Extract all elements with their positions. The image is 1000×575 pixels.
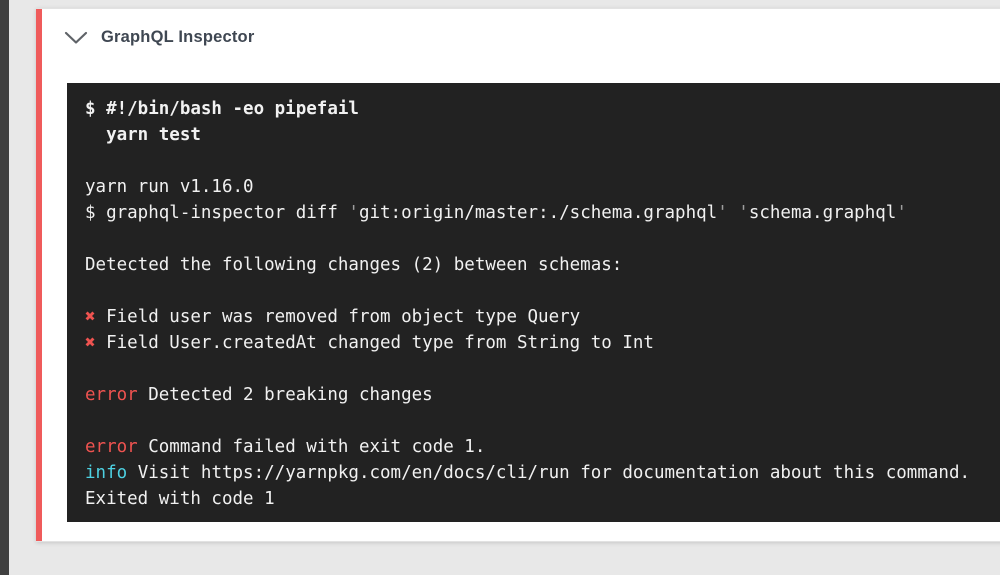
terminal-line: ✖ Field User.createdAt changed type from… <box>85 330 1000 356</box>
chevron-down-icon[interactable] <box>64 31 88 45</box>
terminal-text-segment: schema.graphql <box>748 203 897 223</box>
terminal-text-segment: ' <box>717 203 728 223</box>
terminal-line <box>85 278 1000 304</box>
terminal-text-segment: error <box>85 437 138 457</box>
card-header: GraphQL Inspector <box>64 28 254 47</box>
terminal-text-segment: ' <box>738 203 749 223</box>
terminal-text-segment: ' <box>896 203 907 223</box>
left-edge-strip <box>0 0 9 575</box>
terminal-line: info Visit https://yarnpkg.com/en/docs/c… <box>85 460 1000 486</box>
terminal-line: Detected the following changes (2) betwe… <box>85 252 1000 278</box>
terminal-line: error Detected 2 breaking changes <box>85 382 1000 408</box>
terminal-line: yarn test <box>85 122 1000 148</box>
terminal-text-segment: git:origin/master:./schema.graphql <box>358 203 718 223</box>
job-step-card: GraphQL Inspector $ #!/bin/bash -eo pipe… <box>36 8 1000 542</box>
terminal-text-segment: Detected the following changes (2) betwe… <box>85 255 623 275</box>
terminal-text-segment: Detected 2 breaking changes <box>137 385 433 405</box>
terminal-line <box>85 226 1000 252</box>
terminal-text-segment: $ graphql-inspector diff <box>85 203 349 223</box>
terminal-text-segment: ✖ <box>85 307 96 327</box>
terminal-line: Exited with code 1 <box>85 486 1000 512</box>
terminal-text-segment: info <box>85 463 128 483</box>
terminal-text-segment: Exited with code 1 <box>85 489 275 509</box>
terminal-line: error Command failed with exit code 1. <box>85 434 1000 460</box>
terminal-text-segment: $ #!/bin/bash -eo pipefail <box>85 99 359 119</box>
terminal-line: $ graphql-inspector diff 'git:origin/mas… <box>85 200 1000 226</box>
terminal-text-segment: ✖ <box>85 333 96 353</box>
terminal-text-segment: Visit https://yarnpkg.com/en/docs/cli/ru… <box>127 463 971 483</box>
terminal-line: ✖ Field user was removed from object typ… <box>85 304 1000 330</box>
terminal-text-segment: Field User.createdAt changed type from S… <box>95 333 654 353</box>
terminal-line: yarn run v1.16.0 <box>85 174 1000 200</box>
terminal-text-segment: error <box>85 385 138 405</box>
card-accent-bar <box>36 9 42 541</box>
terminal-text-segment: Field user was removed from object type … <box>95 307 581 327</box>
terminal-line <box>85 356 1000 382</box>
terminal-text-segment: yarn test <box>85 125 201 145</box>
card-title: GraphQL Inspector <box>101 28 255 46</box>
terminal-output: $ #!/bin/bash -eo pipefail yarn test yar… <box>67 83 1000 522</box>
terminal-text-segment <box>728 203 739 223</box>
terminal-text-segment: ' <box>348 203 359 223</box>
terminal-line <box>85 148 1000 174</box>
terminal-text-segment: Command failed with exit code 1. <box>137 437 486 457</box>
terminal-line: $ #!/bin/bash -eo pipefail <box>85 96 1000 122</box>
terminal-line <box>85 408 1000 434</box>
terminal-text-segment: yarn run v1.16.0 <box>85 177 254 197</box>
